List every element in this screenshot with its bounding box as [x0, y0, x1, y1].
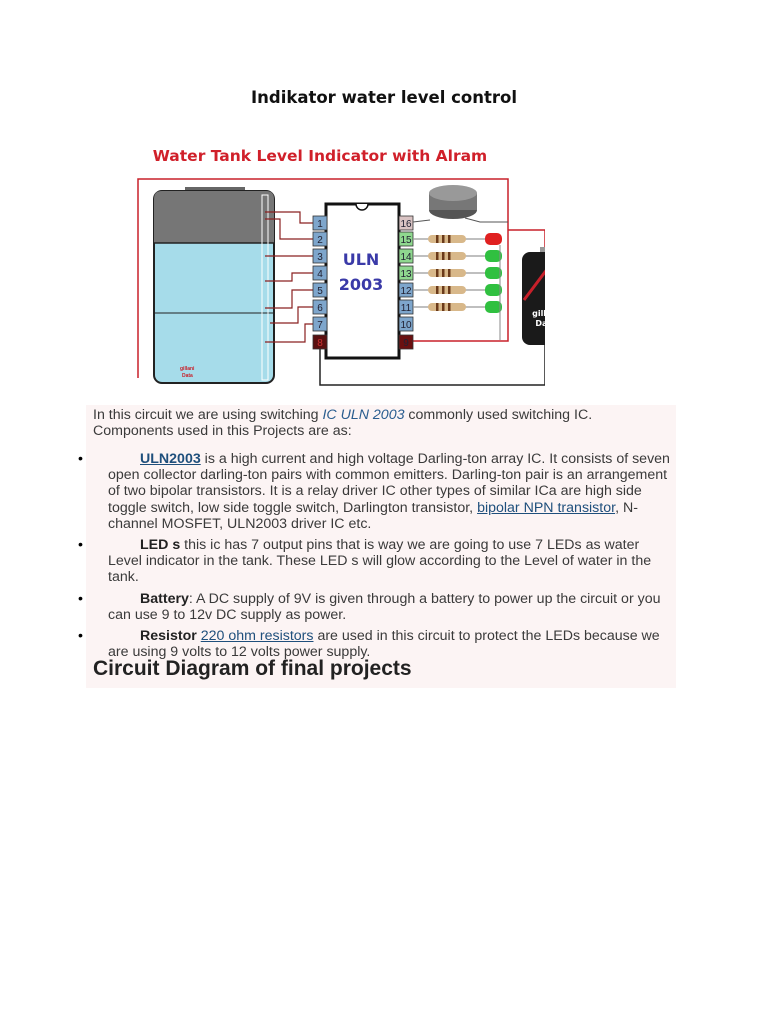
svg-text:16: 16: [400, 219, 412, 230]
svg-text:9: 9: [403, 338, 409, 349]
svg-text:14: 14: [400, 252, 412, 263]
uln2003-ic: [324, 202, 401, 360]
ic-pin-right: 11: [398, 299, 414, 315]
intro-paragraph: In this circuit we are using switching I…: [93, 407, 593, 440]
bipolar-npn-transistor-link[interactable]: bipolar NPN transistor: [477, 499, 616, 516]
ic-pin-left: 1: [312, 215, 328, 231]
led-green: [485, 250, 502, 262]
resistor: [413, 303, 485, 311]
led-green: [485, 301, 502, 313]
diagram-title: Water Tank Level Indicator with Alram: [153, 147, 487, 165]
svg-text:10: 10: [400, 320, 412, 331]
ic-pin-right: 15: [398, 231, 414, 247]
resistor: [413, 269, 485, 277]
svg-text:12: 12: [400, 286, 412, 297]
list-item-battery: •Battery: A DC supply of 9V is given thr…: [78, 590, 661, 623]
components-list: •ULN2003 is a high current and high volt…: [78, 451, 676, 665]
document-title: Indikator water level control: [251, 88, 517, 107]
ic-pin-right: 9: [398, 334, 414, 350]
ic-pin-left: 5: [312, 282, 328, 298]
svg-text:2: 2: [317, 235, 323, 246]
ic-pin-right: 13: [398, 265, 414, 281]
list-item-uln2003: •ULN2003 is a high current and high volt…: [78, 451, 670, 532]
220-ohm-resistors-link[interactable]: 220 ohm resistors: [200, 628, 314, 645]
ic-pin-left: 2: [312, 231, 328, 247]
ic-pin-left: 7: [312, 316, 328, 332]
circuit-diagram: Water Tank Level Indicator with Alram gi…: [95, 135, 545, 390]
ic-pin-left: 8: [312, 334, 328, 350]
ic-pin-right: 10: [398, 316, 414, 332]
led-green: [485, 267, 502, 279]
list-item-leds: •LED s this ic has 7 output pins that is…: [78, 537, 652, 586]
svg-text:8: 8: [317, 338, 323, 349]
svg-text:11: 11: [401, 303, 412, 314]
svg-text:7: 7: [317, 320, 323, 331]
list-item-resistor: •Resistor 220 ohm resistors are used in …: [78, 628, 660, 661]
ic-pin-left: 4: [312, 265, 328, 281]
svg-text:1: 1: [317, 219, 323, 230]
buzzer: [412, 185, 508, 223]
resistor: [413, 235, 485, 243]
svg-text:3: 3: [317, 252, 323, 263]
resistor: [413, 286, 485, 294]
description-section: In this circuit we are using switching I…: [78, 405, 676, 688]
resistor: [413, 252, 485, 260]
led-green: [485, 284, 502, 296]
ic-pin-left: 3: [312, 248, 328, 264]
ic-pin-right: 16: [398, 215, 414, 231]
led-red: [485, 233, 502, 245]
svg-text:13: 13: [400, 269, 412, 280]
svg-text:5: 5: [317, 286, 323, 297]
wire-ground: [319, 342, 545, 386]
ic-pin-right: 14: [398, 248, 414, 264]
ic-pin-right: 12: [398, 282, 414, 298]
svg-text:6: 6: [317, 303, 323, 314]
section-heading: Circuit Diagram of final projects: [93, 657, 412, 680]
svg-text:15: 15: [400, 235, 412, 246]
ic-pin-left: 6: [312, 299, 328, 315]
ic-uln-2003-link[interactable]: IC ULN 2003: [322, 407, 405, 423]
uln2003-link[interactable]: ULN2003: [140, 451, 201, 467]
wire-frame: [137, 178, 509, 378]
svg-text:4: 4: [317, 269, 323, 280]
